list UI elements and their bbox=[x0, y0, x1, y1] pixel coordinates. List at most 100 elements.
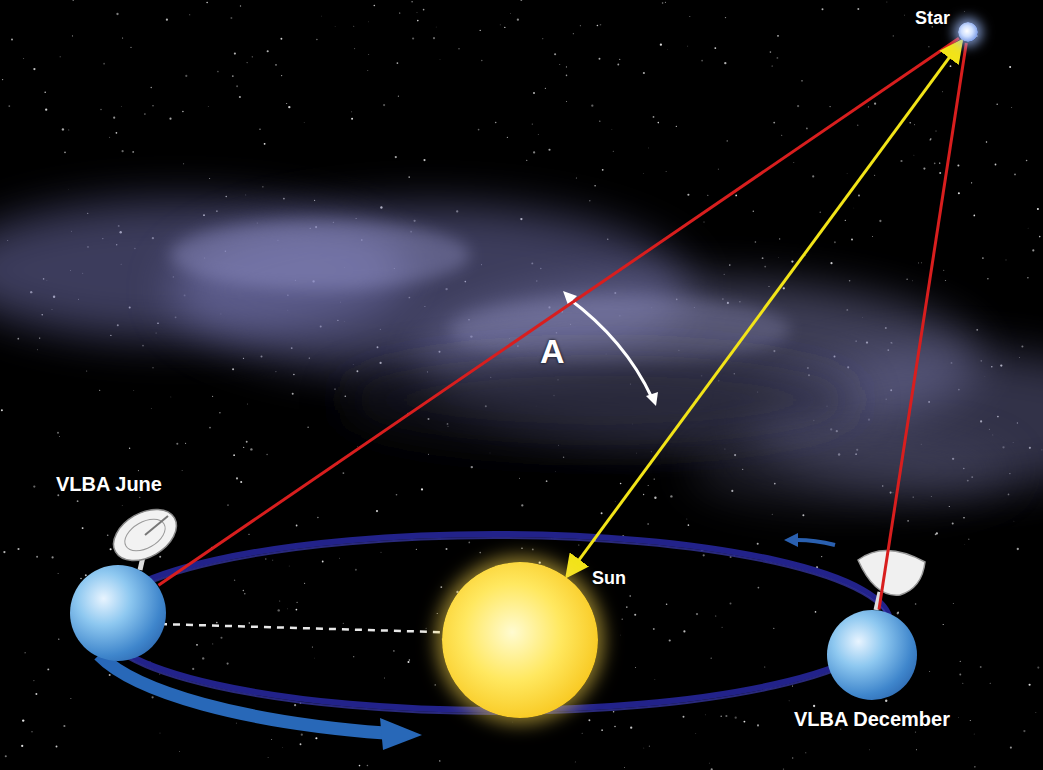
background-star bbox=[670, 495, 672, 497]
background-star bbox=[236, 85, 238, 87]
background-star bbox=[25, 652, 26, 653]
background-star bbox=[928, 46, 929, 47]
background-star bbox=[519, 477, 521, 479]
background-star bbox=[1026, 160, 1028, 162]
background-star bbox=[829, 106, 830, 107]
background-star bbox=[64, 151, 66, 153]
background-star bbox=[368, 21, 370, 23]
background-star bbox=[355, 569, 357, 571]
background-star bbox=[216, 622, 218, 624]
background-star bbox=[342, 472, 344, 474]
background-star bbox=[806, 127, 808, 129]
background-star bbox=[845, 220, 846, 221]
background-star bbox=[252, 56, 253, 57]
background-star bbox=[687, 194, 689, 196]
background-star bbox=[59, 436, 61, 438]
background-star bbox=[265, 558, 266, 559]
background-star bbox=[416, 12, 418, 14]
background-star bbox=[791, 260, 793, 262]
background-star bbox=[973, 215, 975, 217]
background-star bbox=[622, 619, 623, 620]
background-star bbox=[317, 517, 318, 518]
background-star bbox=[545, 88, 546, 89]
background-star bbox=[695, 733, 697, 735]
background-star bbox=[601, 512, 603, 514]
background-star bbox=[846, 173, 848, 175]
background-star bbox=[243, 590, 244, 591]
background-star bbox=[351, 118, 353, 120]
background-star bbox=[929, 139, 931, 141]
radio-dish-december bbox=[858, 550, 925, 610]
background-star bbox=[957, 716, 959, 718]
background-star bbox=[654, 679, 656, 681]
background-star bbox=[971, 182, 972, 183]
background-star bbox=[288, 106, 290, 108]
background-star bbox=[721, 627, 722, 628]
background-star bbox=[813, 705, 815, 707]
background-star bbox=[964, 544, 966, 546]
background-star bbox=[334, 389, 335, 390]
background-star bbox=[897, 612, 899, 614]
background-star bbox=[822, 8, 824, 10]
background-star bbox=[320, 15, 322, 17]
node-label: Sun bbox=[592, 568, 626, 589]
background-star bbox=[872, 236, 874, 238]
background-star bbox=[943, 270, 944, 271]
background-star bbox=[725, 715, 727, 717]
orbit-small-arrowhead bbox=[784, 533, 798, 547]
background-star bbox=[711, 768, 713, 770]
background-star bbox=[589, 200, 590, 201]
background-star bbox=[248, 534, 249, 535]
radius-dashed-line bbox=[160, 624, 470, 633]
background-star bbox=[500, 24, 501, 25]
background-star bbox=[11, 38, 13, 40]
background-star bbox=[398, 96, 399, 97]
background-star bbox=[914, 124, 916, 126]
background-star bbox=[129, 448, 130, 449]
background-star bbox=[36, 556, 38, 558]
background-star bbox=[247, 62, 248, 63]
angle-label: A bbox=[540, 332, 565, 371]
background-star bbox=[139, 497, 140, 498]
background-star bbox=[730, 603, 732, 605]
background-star bbox=[614, 726, 615, 727]
background-star bbox=[542, 38, 544, 40]
background-star bbox=[599, 121, 600, 122]
background-star bbox=[380, 551, 382, 553]
background-star bbox=[267, 756, 269, 758]
background-star bbox=[676, 126, 677, 127]
background-star bbox=[359, 765, 361, 767]
background-star bbox=[802, 514, 804, 516]
background-star bbox=[666, 603, 668, 605]
background-star bbox=[152, 367, 153, 368]
background-star bbox=[70, 698, 72, 700]
background-star bbox=[957, 164, 959, 166]
background-star bbox=[5, 755, 7, 757]
background-star bbox=[963, 517, 965, 519]
background-star bbox=[170, 396, 172, 398]
background-star bbox=[1027, 227, 1029, 229]
background-star bbox=[17, 548, 19, 550]
background-star bbox=[243, 447, 244, 448]
angle-arc-head bbox=[646, 392, 658, 406]
background-star bbox=[660, 44, 662, 46]
background-star bbox=[980, 666, 982, 668]
background-star bbox=[879, 220, 881, 222]
background-star bbox=[949, 506, 950, 507]
background-star bbox=[495, 122, 497, 124]
background-star bbox=[1023, 730, 1025, 732]
background-star bbox=[783, 768, 784, 769]
background-star bbox=[987, 278, 988, 279]
background-star bbox=[974, 766, 975, 767]
background-star bbox=[720, 715, 721, 716]
background-star bbox=[426, 628, 427, 629]
background-star bbox=[411, 1, 413, 3]
background-star bbox=[243, 358, 244, 359]
background-star bbox=[960, 661, 961, 662]
background-star bbox=[33, 680, 34, 681]
background-star bbox=[103, 63, 105, 65]
background-star bbox=[939, 162, 940, 163]
background-star bbox=[471, 466, 473, 468]
background-star bbox=[384, 677, 386, 679]
